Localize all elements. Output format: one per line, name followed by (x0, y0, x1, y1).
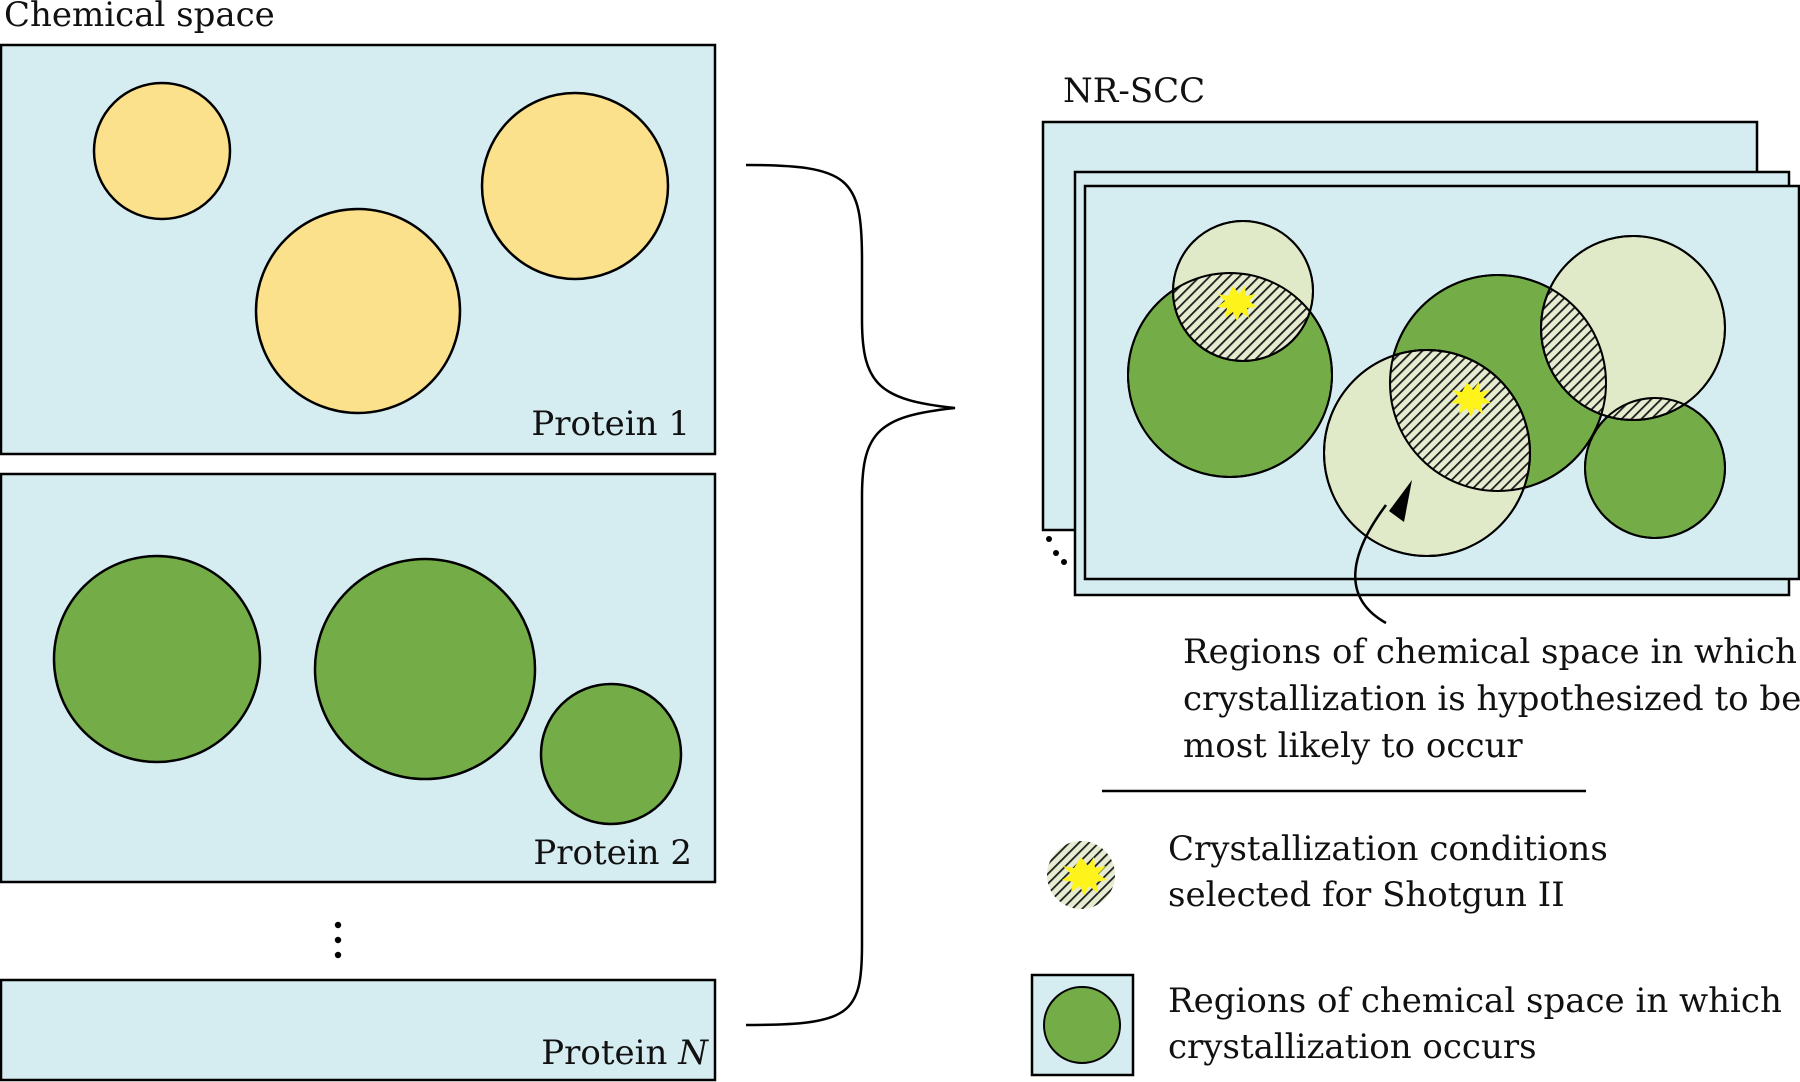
protein-1-label: Protein 1 (531, 404, 690, 444)
nr-scc-label: NR-SCC (1063, 71, 1205, 111)
curly-brace (745, 163, 956, 1027)
protein-2-label: Protein 2 (533, 833, 692, 873)
star-icon (1451, 382, 1491, 417)
star-icon (1217, 286, 1257, 321)
legend-green-text-line1: Regions of chemical space in which (1168, 981, 1782, 1021)
protein-2-panel: Protein 2 (0, 472, 717, 884)
legend-star-swatch (1047, 841, 1115, 909)
protein-1-panel: Protein 1 (0, 43, 717, 456)
legend-star-text-line1: Crystallization conditions (1168, 829, 1608, 869)
crystallization-region (480, 91, 670, 281)
annotation-text-line2: crystallization is hypothesized to be (1183, 679, 1800, 719)
crystallization-region (52, 554, 262, 764)
annotation-text-line1: Regions of chemical space in which (1183, 632, 1797, 672)
crystallization-region (313, 557, 537, 781)
protein-n-label: Protein N (541, 1033, 709, 1073)
legend-star-text-line2: selected for Shotgun II (1168, 875, 1565, 915)
annotation-text-line3: most likely to occur (1183, 726, 1523, 766)
legend-green-swatch (1030, 973, 1135, 1077)
protein-n-panel: Protein N (0, 978, 717, 1082)
nr-scc-panel-front (1083, 184, 1800, 581)
crystallization-region (254, 207, 462, 415)
vertical-ellipsis-icon (334, 921, 342, 959)
legend-green-text-line2: crystallization occurs (1168, 1027, 1537, 1067)
chemical-space-label: Chemical space (4, 0, 275, 35)
stack-ellipsis-icon (1046, 536, 1067, 565)
crystallization-region (92, 81, 232, 221)
annotation-arrow (1354, 480, 1412, 625)
crystallization-region (539, 682, 683, 826)
